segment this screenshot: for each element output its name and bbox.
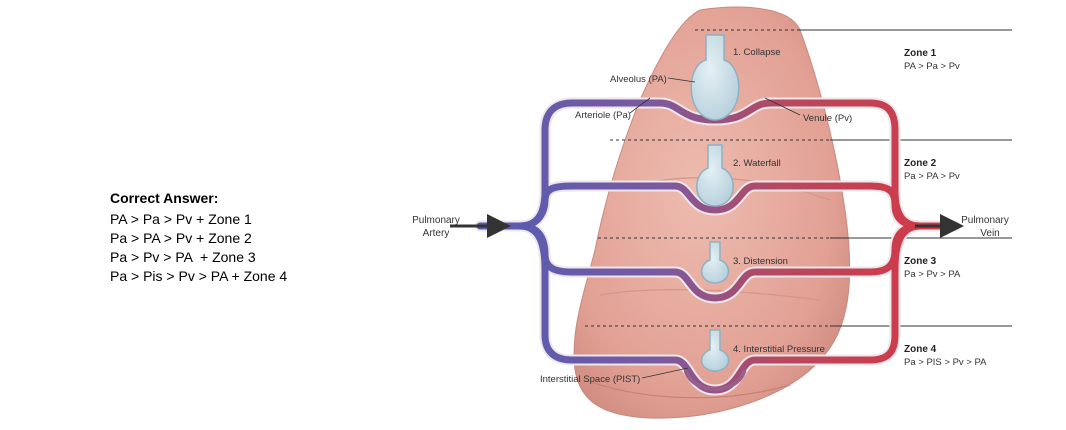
artery-label-line1: Pulmonary [412,215,460,226]
state-label-1: 1. Collapse [733,47,781,58]
alveolus-zone-4 [700,329,730,372]
zone-3-title: Zone 3 [904,256,937,267]
zone-4-title: Zone 4 [904,344,937,355]
state-label-3: 3. Distension [733,256,788,267]
answer-title: Correct Answer: [110,190,219,206]
vein-label-line2: Vein [980,228,999,239]
alveolus-zone-1 [690,34,740,121]
alveolus-zone-2 [696,144,734,207]
zone-1-formula: PA > Pa > Pv [904,61,960,72]
answer-line-3: Pa > Pv > PA + Zone 3 [110,249,256,265]
state-label-2: 2. Waterfall [733,158,781,169]
answer-line-1: PA > Pa > Pv + Zone 1 [110,211,252,227]
answer-line-4: Pa > Pis > Pv > PA + Zone 4 [110,268,288,284]
zone-4-formula: Pa > PIS > Pv > PA [904,357,987,368]
zone-3-formula: Pa > Pv > PA [904,269,961,280]
zone-2-title: Zone 2 [904,158,937,169]
interstitial-label: Interstitial Space (PIST) [540,374,640,385]
vessel-network [474,97,961,396]
vein-label-line1: Pulmonary [961,215,1009,226]
alveolus-zone-3 [700,241,730,284]
zone-2-formula: Pa > PA > Pv [904,171,960,182]
answer-block: Correct Answer: PA > Pa > Pv + Zone 1 Pa… [110,190,287,286]
arteriole-label: Arteriole (Pa) [575,110,631,121]
alveolus-label: Alveolus (PA) [610,74,667,85]
alveoli [690,34,740,372]
zone-dividers [585,29,1012,327]
leader-lines [629,77,801,379]
state-label-4: 4. Interstitial Pressure [733,344,825,355]
artery-label-line2: Artery [423,228,450,239]
zone-1-title: Zone 1 [904,48,937,59]
answer-line-2: Pa > PA > Pv + Zone 2 [110,230,252,246]
venule-label: Venule (Pv) [803,113,852,124]
zone-labels: Zone 1 PA > Pa > Pv Zone 2 Pa > PA > Pv … [904,48,987,368]
